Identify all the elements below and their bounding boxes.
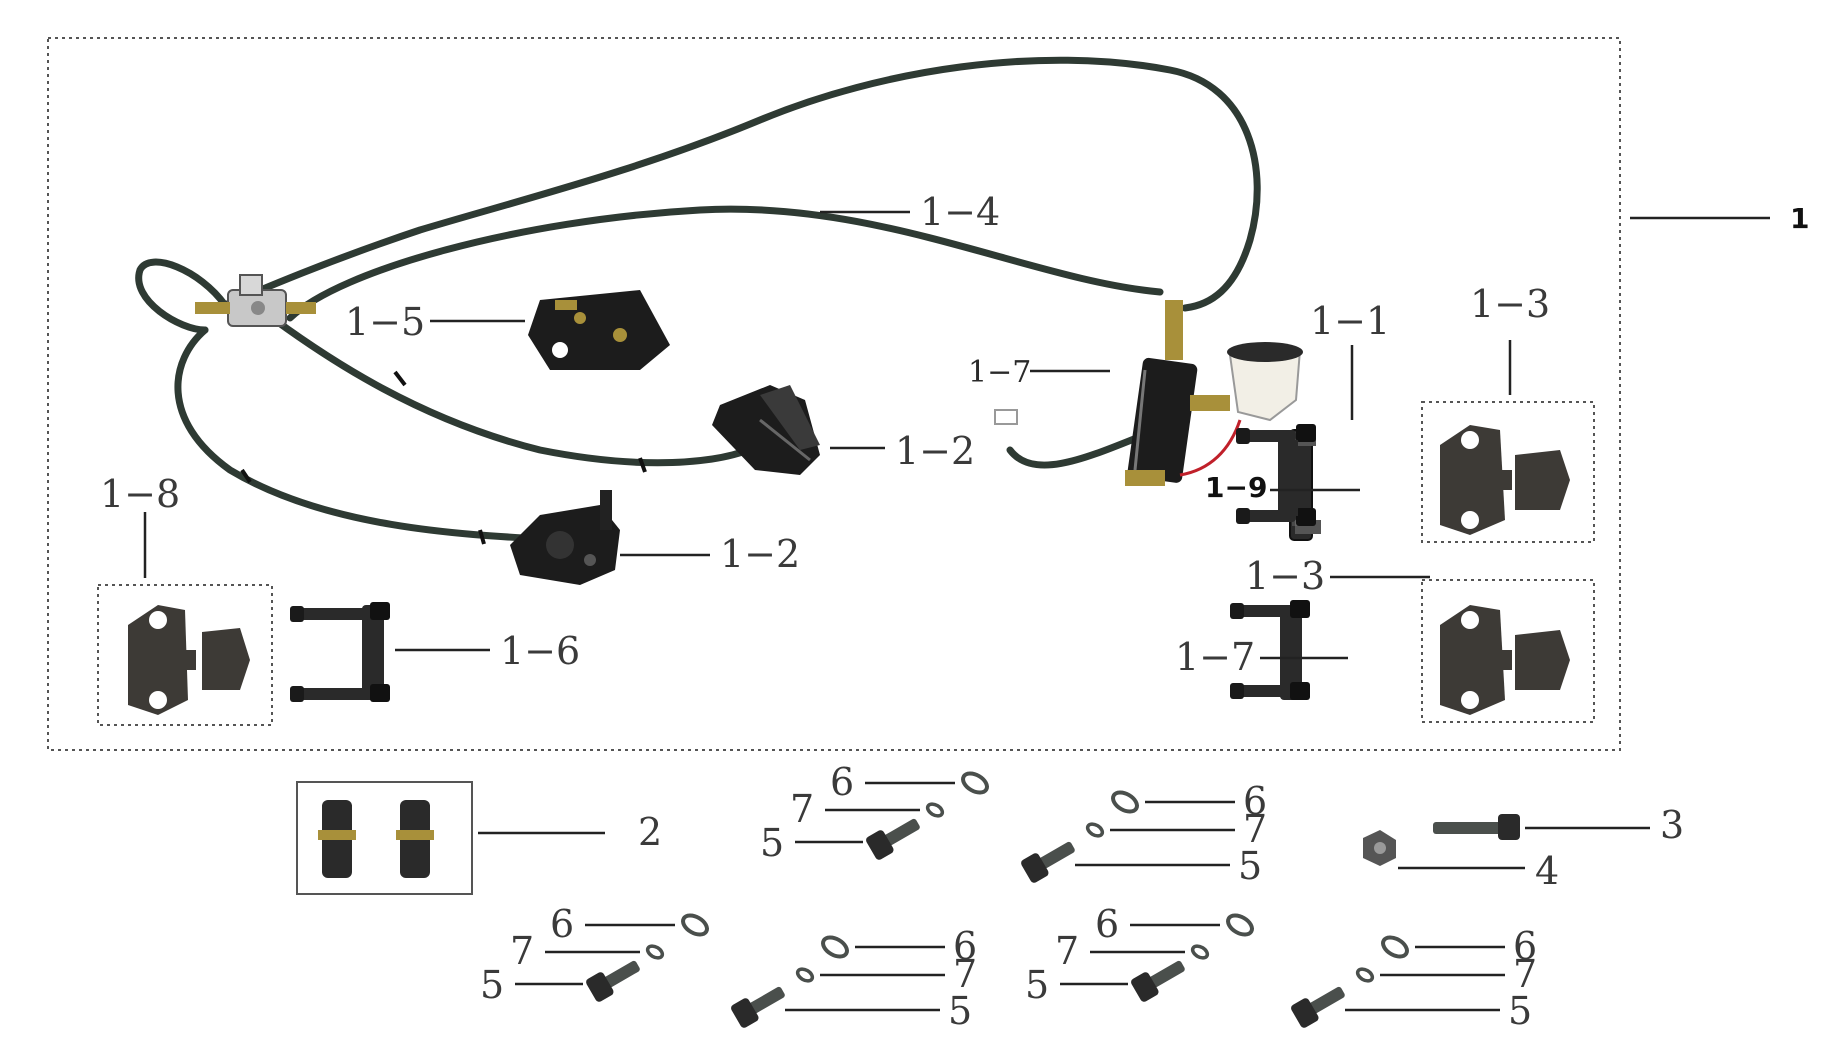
master-cylinder-icon [1125,300,1198,486]
washer-7-icon [645,944,665,960]
caliper-bracket-1-6-icon [290,602,390,702]
label-1-3-lower: 1−3 [1245,554,1326,598]
label-7: 7 [510,929,535,973]
washer-6-icon [1226,913,1254,937]
bolt-3-icon [1433,814,1520,840]
bolt-5-icon [731,986,785,1028]
bolt-5-icon [586,960,640,1002]
label-1-4: 1−4 [920,190,1001,234]
label-1-2-lower: 1−2 [720,532,801,576]
label-6: 6 [953,924,978,968]
hardware-set-6 [1291,935,1409,1028]
washer-6-icon [681,913,709,937]
label-1-7-upper: 1−7 [968,355,1032,390]
brake-pad-1-3-upper-box [1421,401,1595,543]
part-2-box [296,781,473,895]
label-1-6: 1−6 [500,629,581,673]
washer-7-icon [1355,967,1375,983]
label-3: 3 [1660,803,1685,847]
brake-pad-lower-icon [1440,605,1570,715]
label-1: 1 [1790,202,1810,235]
label-1-8: 1−8 [100,472,181,516]
label-1-5: 1−5 [345,300,426,344]
label-6: 6 [830,760,855,804]
label-1-3-upper: 1−3 [1470,282,1551,326]
label-5: 5 [1238,844,1263,888]
brake-pad-1-3-lower-box [1421,579,1595,723]
brake-hose-icon [135,56,1261,544]
assembly-1-boundary [47,37,1621,751]
label-2: 2 [638,810,663,854]
label-7: 7 [953,952,978,996]
brake-pad-upper-icon [1440,425,1570,535]
reservoir-icon [1190,342,1303,422]
label-6: 6 [1243,779,1268,823]
hose-clamp-icon [240,370,647,545]
label-6: 6 [1095,902,1120,946]
brake-pad-left-icon [128,605,250,715]
caliper-bracket-1-1-icon [1236,424,1321,541]
caliper-1-5-icon [528,290,670,370]
hardware-set-3 [586,913,709,1002]
hardware-set-4 [731,935,849,1028]
t-joint-icon [195,274,316,327]
washer-7-icon [1190,944,1210,960]
washer-7-icon [795,967,815,983]
washer-6-icon [821,935,849,959]
caliper-1-2-lower-icon [510,490,620,585]
hardware-set-2 [1021,790,1139,883]
label-5: 5 [480,963,505,1007]
brake-pad-1-8-box [97,584,273,726]
label-7: 7 [1243,807,1268,851]
label-1-7-lower: 1−7 [1175,635,1256,679]
caliper-bracket-1-7-icon [1230,600,1310,700]
bolt-5-icon [1021,841,1075,883]
banjo-fitting-icon [318,800,434,878]
bolt-5-icon [1291,986,1345,1028]
label-5: 5 [1025,963,1050,1007]
label-1-1: 1−1 [1310,299,1391,343]
label-4: 4 [1535,849,1560,893]
washer-6-icon [1111,790,1139,814]
hardware-set-1 [866,771,989,860]
brake-switch-wire-icon [1179,419,1242,477]
washer-7-icon [1085,822,1105,838]
label-6: 6 [550,902,575,946]
label-1-2-upper: 1−2 [895,429,976,473]
washer-6-icon [1381,935,1409,959]
label-7: 7 [1055,929,1080,973]
label-7: 7 [1513,952,1538,996]
caliper-1-2-upper-icon [712,385,820,475]
label-6: 6 [1513,924,1538,968]
bolt-5-icon [1131,960,1185,1002]
washer-7-icon [925,802,945,818]
hardware-set-5 [1131,913,1254,1002]
nut-4-icon [1363,830,1396,866]
label-7: 7 [790,787,815,831]
bolt-5-icon [866,818,920,860]
label-5: 5 [948,989,973,1033]
connector-icon [994,409,1018,425]
label-5: 5 [1508,989,1533,1033]
label-1-9: 1−9 [1205,471,1268,504]
washer-6-icon [961,771,989,795]
label-5: 5 [760,821,785,865]
